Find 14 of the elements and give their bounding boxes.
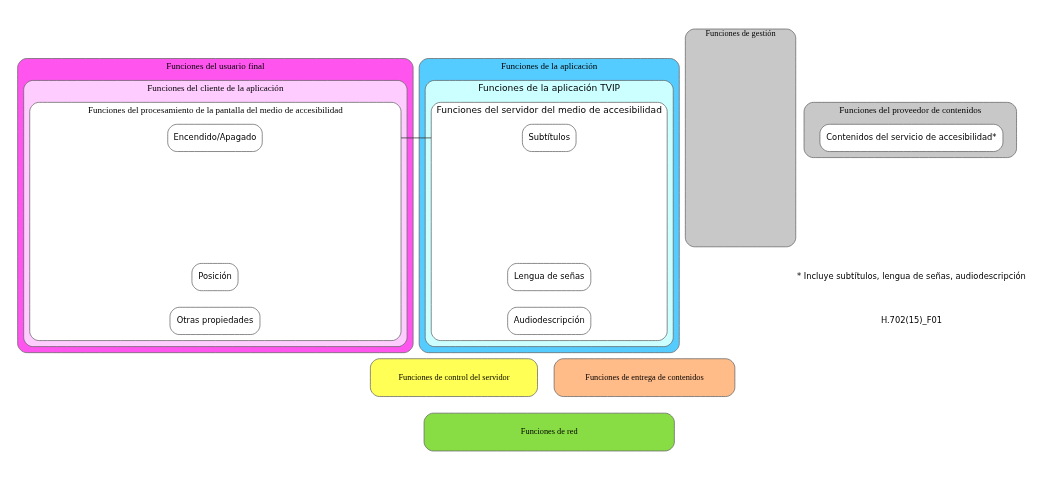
node-box: Funciones de entrega de contenidos bbox=[553, 357, 736, 397]
node-box: Subtítulos bbox=[522, 123, 577, 152]
node-box: Funciones de red bbox=[423, 412, 675, 451]
node-box: Funciones de control del servidor bbox=[370, 357, 538, 397]
node-box: Encendido/Apagado bbox=[167, 123, 263, 152]
node-box: Audiodescripción bbox=[507, 306, 592, 335]
node-box: Contenidos del servicio de accesibilidad* bbox=[819, 123, 1004, 152]
connector bbox=[400, 137, 432, 138]
label: * Incluye subtítulos, lengua de señas, audiodescripción bbox=[796, 270, 1026, 281]
label: H.702(15)_F01 bbox=[880, 314, 942, 325]
node-box: Posición bbox=[191, 262, 239, 291]
node-box: Lengua de señas bbox=[507, 262, 592, 291]
node-box: Funciones de gestión bbox=[684, 28, 797, 247]
node-box: Otras propiedades bbox=[169, 306, 261, 335]
